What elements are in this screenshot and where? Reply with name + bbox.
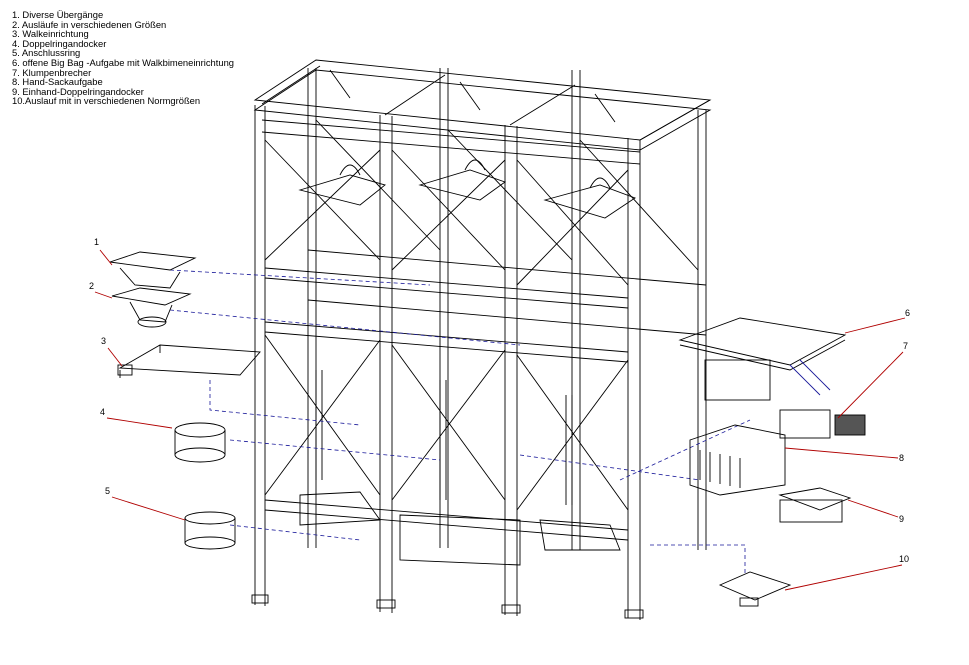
legend-item: 6. offene Big Bag -Aufgabe mit Walkbimen… bbox=[12, 56, 235, 68]
front-posts bbox=[251, 105, 644, 620]
legend-item: 9. Einhand-Doppelringandocker bbox=[12, 85, 144, 97]
component-6-big-bag-station bbox=[678, 317, 847, 401]
callout-numbers: 1 2 3 4 5 6 7 8 9 10 bbox=[89, 237, 910, 564]
legend-item: 5. Anschlussring bbox=[12, 47, 81, 59]
cross-bracing bbox=[264, 119, 699, 511]
component-3-walk-device bbox=[117, 344, 261, 378]
callout-9: 9 bbox=[899, 514, 904, 524]
component-4-double-ring-docker bbox=[174, 422, 226, 463]
legend-item: 2. Ausläufe in verschiedenen Größen bbox=[12, 18, 167, 30]
back-posts bbox=[307, 68, 707, 550]
legend-item: 1. Diverse Übergänge bbox=[12, 9, 104, 20]
legend-item: 4. Doppelringandocker bbox=[12, 37, 107, 49]
legend-item: 3. Walkeinrichtung bbox=[12, 28, 89, 40]
component-2-outlet bbox=[111, 287, 192, 328]
callout-10: 10 bbox=[899, 554, 909, 564]
bottom-platforms bbox=[299, 491, 621, 566]
component-7-lump-breaker bbox=[779, 409, 866, 439]
component-5-connection-ring bbox=[184, 511, 236, 550]
component-9-single-hand-docker bbox=[778, 487, 852, 523]
callout-4: 4 bbox=[100, 407, 105, 417]
legend-item: 7. Klumpenbrecher bbox=[12, 66, 92, 78]
leader-lines bbox=[94, 249, 906, 591]
legend: 1. Diverse Übergänge 2. Ausläufe in vers… bbox=[12, 10, 234, 106]
top-frame bbox=[253, 59, 712, 165]
component-10-outlet bbox=[718, 571, 792, 607]
hangers bbox=[298, 159, 636, 219]
callout-7: 7 bbox=[903, 341, 908, 351]
horizontal-beams bbox=[264, 249, 707, 541]
callout-6: 6 bbox=[905, 308, 910, 318]
component-8-hand-bag-station bbox=[689, 424, 786, 496]
callout-2: 2 bbox=[89, 281, 94, 291]
guide-lines bbox=[169, 269, 751, 575]
legend-item: 10.Auslauf mit in verschiedenen Normgröß… bbox=[12, 95, 201, 107]
legend-item: 8. Hand-Sackaufgabe bbox=[12, 76, 103, 88]
callout-1: 1 bbox=[94, 237, 99, 247]
callout-3: 3 bbox=[101, 336, 106, 346]
callout-8: 8 bbox=[899, 453, 904, 463]
ladders bbox=[315, 370, 573, 505]
component-1-transition bbox=[109, 251, 197, 289]
callout-5: 5 bbox=[105, 486, 110, 496]
